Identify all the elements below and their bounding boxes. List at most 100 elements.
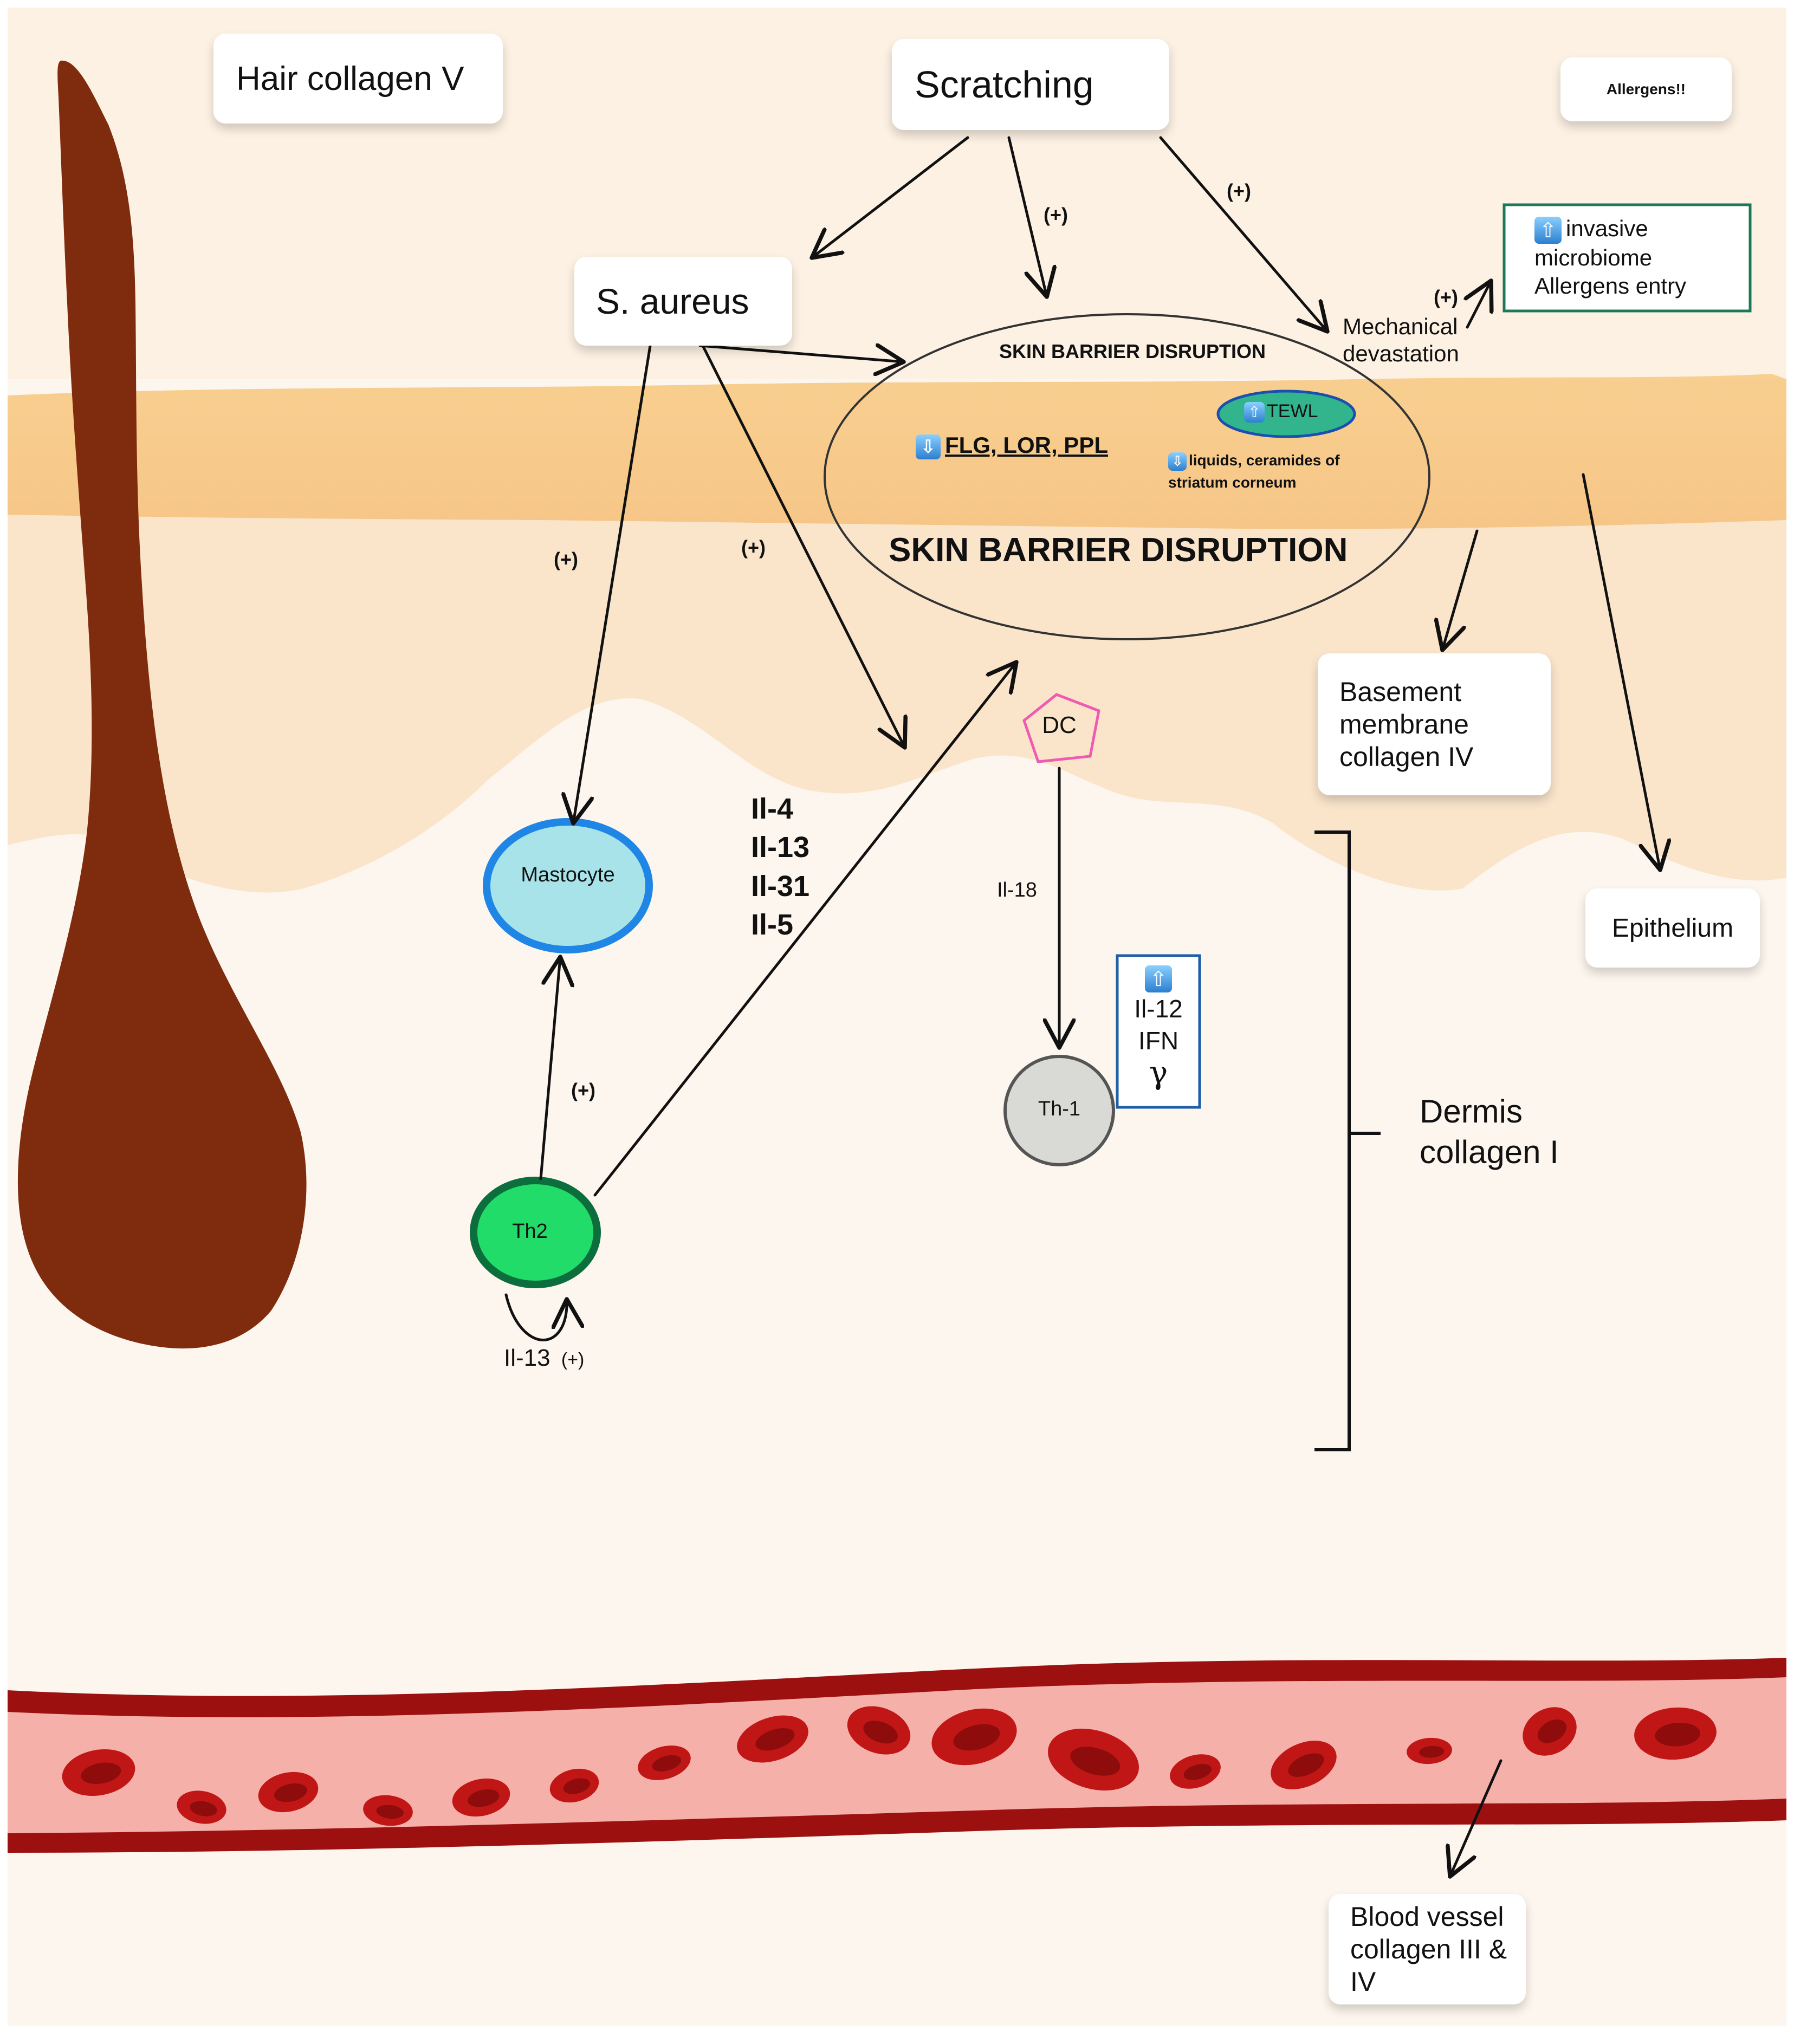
epithelium-label-box: Epithelium: [1585, 888, 1760, 968]
blood-vessel-line-2: collagen III & IV: [1350, 1934, 1507, 1997]
arrow-scratching-to-saureus: [812, 136, 969, 258]
th2-label: Th2: [512, 1220, 548, 1243]
arrow-mechanical-to-invasive: [1467, 281, 1491, 329]
arrow-th2-to-barrier: [593, 662, 1016, 1197]
hair-collagen-label-box: Hair collagen V: [213, 34, 503, 124]
invasive-line-1: invasive: [1566, 216, 1648, 241]
s-aureus-label: S. aureus: [596, 281, 749, 321]
scratching-label: Scratching: [915, 63, 1094, 106]
liquids-label: ⇩liquids, ceramides of striatum corneum: [1168, 450, 1340, 494]
basement-line-1: Basement: [1339, 677, 1462, 707]
arrows: [504, 136, 1660, 1877]
decrease-arrow-icon: ⇩: [916, 434, 941, 459]
th1-box-line-2: IFN: [1138, 1026, 1179, 1055]
invasive-box-text: ⇧invasive microbiome Allergens entry: [1534, 215, 1686, 301]
red-blood-cell-center: [1655, 1722, 1700, 1747]
epidermis-lower-layer: [8, 509, 1786, 893]
blood-vessel-lumen: [8, 1677, 1786, 1833]
barrier-small-title: SKIN BARRIER DISRUPTION: [999, 340, 1266, 362]
epithelium-label: Epithelium: [1611, 913, 1734, 943]
barrier-big-title: SKIN BARRIER DISRUPTION: [889, 531, 1348, 569]
th1-label: Th-1: [1038, 1098, 1081, 1120]
red-blood-cell-center: [652, 1755, 682, 1772]
plus-mechanical-invasive: (+): [1434, 286, 1458, 308]
hair-collagen-label: Hair collagen V: [236, 60, 464, 98]
red-blood-cell-center: [190, 1801, 217, 1816]
invasive-line-2: microbiome: [1534, 244, 1653, 270]
red-blood-cell-center: [1070, 1747, 1121, 1776]
red-blood-cells: [62, 1706, 1717, 1826]
basement-membrane-label-box: Basement membrane collagen IV: [1318, 653, 1551, 795]
red-blood-cell-center: [1419, 1745, 1445, 1758]
allergens-label: Allergens!!: [1606, 81, 1686, 98]
red-blood-cell-center: [1537, 1719, 1566, 1743]
th1-box-content: ⇧ Il-12 IFN γ: [1117, 961, 1200, 1088]
il-4-label: Il-4: [751, 793, 794, 825]
th1-cell: [1003, 1055, 1115, 1166]
red-blood-cell-center: [81, 1762, 121, 1784]
arrow-th2-loop: [504, 1293, 567, 1341]
arrow-saureus-to-dermis: [702, 345, 905, 748]
arrow-th2-to-mastocyte: [539, 957, 560, 1180]
skin-barrier-ellipse: [824, 313, 1430, 640]
red-blood-cell-center: [468, 1789, 500, 1807]
plus-saureus-dc: (+): [741, 536, 766, 559]
red-blood-cell-center: [1288, 1753, 1324, 1777]
basement-line-2: membrane: [1339, 709, 1469, 739]
scratching-label-box: Scratching: [892, 39, 1169, 130]
red-blood-cell-center: [274, 1783, 307, 1802]
liquids-decrease-icon: ⇩: [1168, 452, 1187, 471]
plus-saureus-mastocyte: (+): [554, 548, 578, 570]
red-blood-cell-center: [863, 1721, 898, 1744]
il-5-label: Il-5: [751, 908, 794, 941]
blood-vessel-label-box: Blood vessel collagen III & IV: [1329, 1894, 1526, 2004]
plus-scratch-barrier: (+): [1044, 204, 1068, 226]
flg-label: FLG, LOR, PPL: [945, 432, 1108, 458]
arrow-vessel-to-bloodvessel: [1450, 1759, 1502, 1877]
th1-box-line-1: Il-12: [1134, 994, 1183, 1023]
arrow-scratching-to-barrier: [1007, 136, 1047, 297]
mechanical-devastation-label: Mechanical devastation: [1343, 313, 1459, 368]
il-13-label: Il-13: [751, 831, 810, 864]
dc-label: DC: [1042, 712, 1077, 738]
mechanical-line-1: Mechanical: [1343, 314, 1458, 339]
increase-arrow-icon: ⇧: [1534, 216, 1562, 244]
il-18-label: Il-18: [997, 879, 1037, 901]
th1-box-line-3: γ: [1149, 1054, 1168, 1091]
invasive-line-3: Allergens entry: [1534, 273, 1687, 299]
blood-vessel-line-1: Blood vessel: [1350, 1902, 1504, 1932]
il12-increase-icon: ⇧: [1145, 965, 1172, 992]
arrow-saureus-to-mastocyte: [573, 344, 652, 823]
dermis-label: Dermis collagen I: [1420, 1091, 1559, 1172]
arrow-saureus-to-barrier: [698, 346, 904, 362]
arrow-to-epithelium: [1582, 473, 1660, 870]
th2-cell: [470, 1177, 601, 1288]
th2-loop-sign: (+): [561, 1349, 585, 1370]
basement-line-3: collagen IV: [1339, 742, 1474, 772]
plus-th2-mastocyte: (+): [571, 1079, 595, 1101]
liquids-line-2: striatum corneum: [1168, 473, 1297, 491]
red-blood-cell-center: [563, 1778, 591, 1794]
tewl-label: TEWL: [1267, 401, 1318, 421]
plus-scratch-mechanical: (+): [1227, 180, 1251, 202]
red-blood-cell-center: [755, 1728, 795, 1751]
dermis-line-1: Dermis: [1420, 1093, 1523, 1130]
dc-cell: [1022, 693, 1100, 763]
mastocyte-label: Mastocyte: [521, 864, 615, 886]
dermis-line-2: collagen I: [1420, 1134, 1559, 1170]
red-blood-cell-center: [376, 1805, 404, 1819]
red-blood-cell-center: [1183, 1763, 1212, 1780]
allergens-label-box: Allergens!!: [1560, 57, 1732, 121]
tewl-increase-icon: ⇧: [1244, 402, 1265, 423]
th2-loop-label: Il-13 (+): [504, 1345, 584, 1372]
arrow-barrier-to-basement: [1442, 529, 1479, 650]
red-blood-cell-center: [953, 1724, 1000, 1751]
s-aureus-label-box: S. aureus: [574, 257, 792, 346]
arrow-scratching-to-mechanical: [1159, 136, 1327, 332]
liquids-line-1: liquids, ceramides of: [1189, 452, 1340, 469]
th2-loop-il13: Il-13: [504, 1345, 550, 1371]
epidermis-band: [8, 374, 1786, 529]
dermis-bracket: [1314, 830, 1381, 1451]
hair-follicle: [17, 60, 307, 1349]
